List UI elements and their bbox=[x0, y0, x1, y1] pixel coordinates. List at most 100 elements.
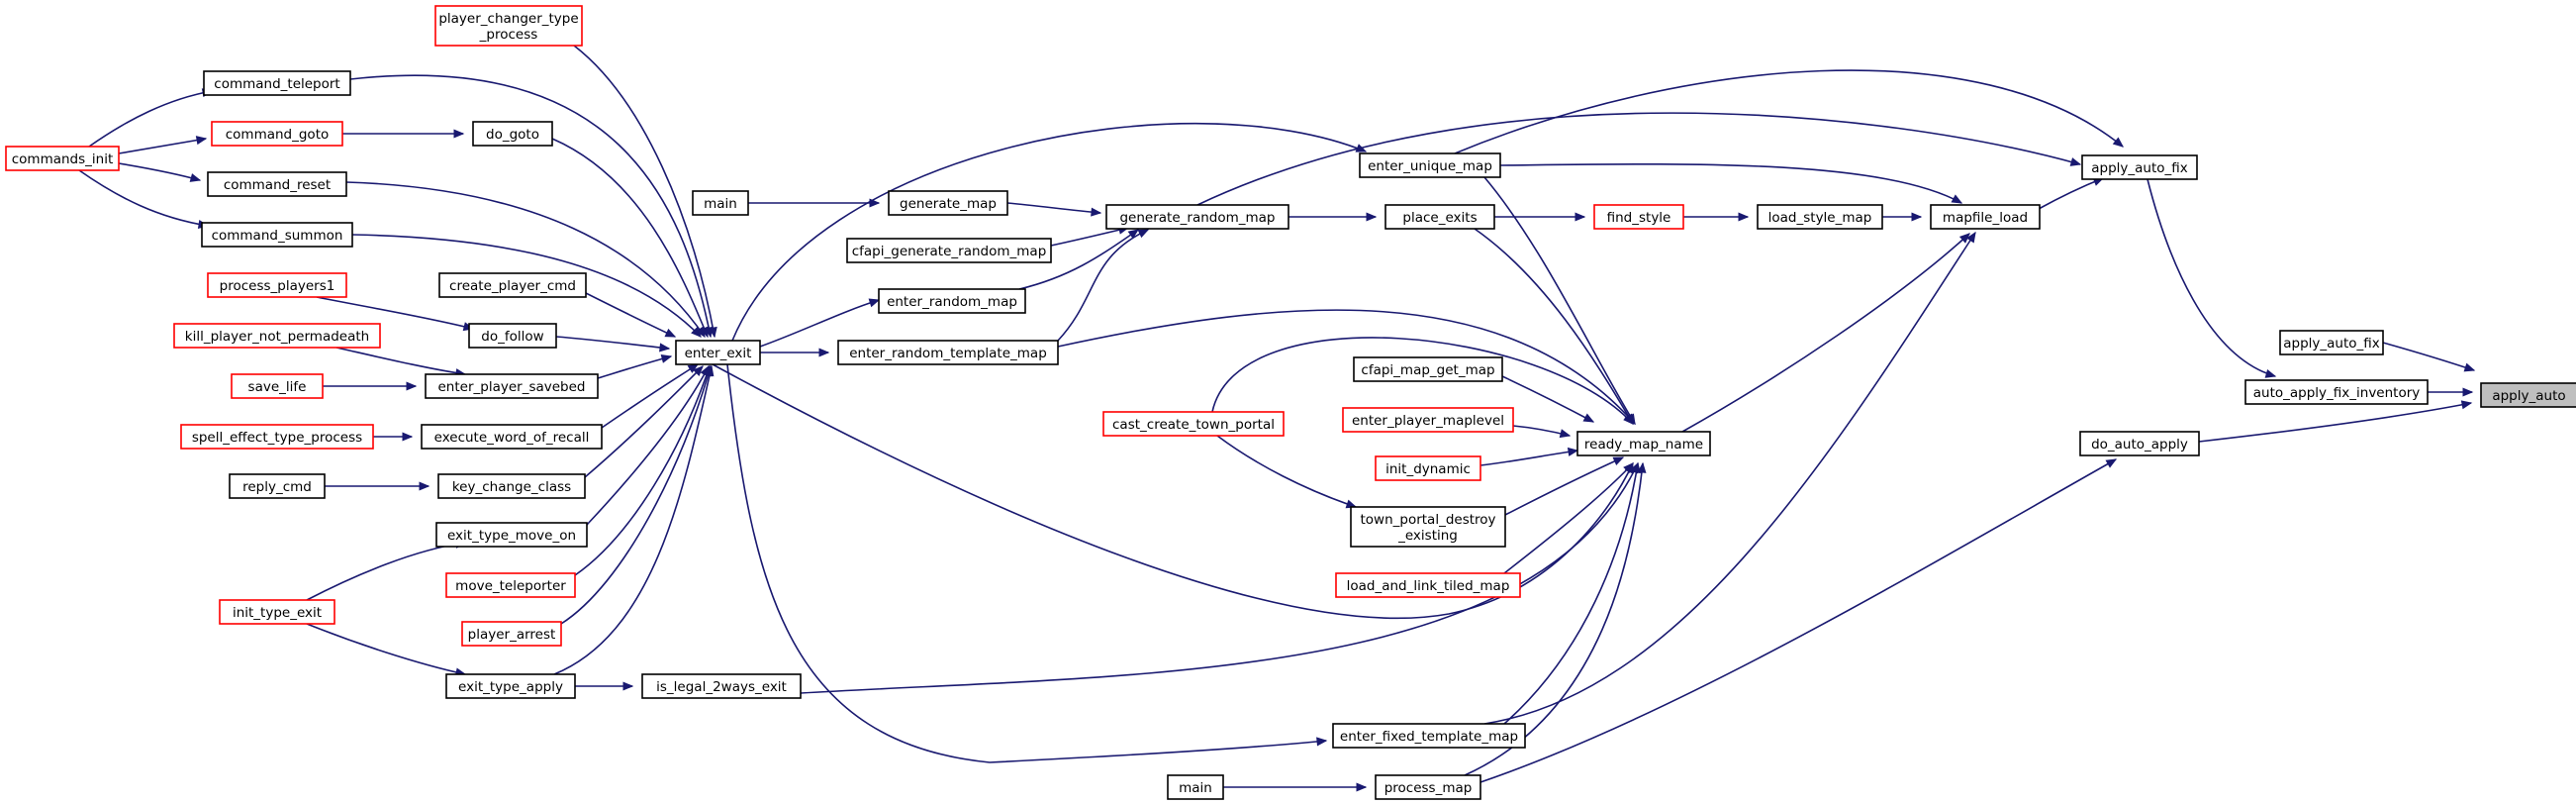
node-player-changer-type-process[interactable]: player_changer_type_process bbox=[434, 5, 583, 47]
node-do-auto-apply[interactable]: do_auto_apply bbox=[2079, 431, 2200, 456]
edge-find_style-to-load_style_map bbox=[1682, 212, 1750, 222]
node-label: kill_player_not_permadeath bbox=[185, 329, 369, 345]
node-label: command_teleport bbox=[214, 76, 339, 92]
node-execute-word-of-recall[interactable]: execute_word_of_recall bbox=[421, 424, 603, 450]
node-label: spell_effect_type_process bbox=[192, 430, 362, 446]
node-enter-player-maplevel[interactable]: enter_player_maplevel bbox=[1342, 407, 1514, 433]
node-label: apply_auto_fix bbox=[2283, 336, 2380, 352]
node-generate-random-map[interactable]: generate_random_map bbox=[1105, 204, 1289, 230]
node-auto-apply-fix-inventory[interactable]: auto_apply_fix_inventory bbox=[2244, 379, 2429, 405]
edge-mapfile_load-to-apply_auto_fix_top bbox=[2038, 177, 2105, 210]
edge-do_auto_apply-to-apply_auto bbox=[2198, 400, 2473, 443]
node-label: cfapi_map_get_map bbox=[1361, 362, 1494, 378]
edge-main_bottom-to-process_map bbox=[1223, 782, 1368, 792]
node-init-type-exit[interactable]: init_type_exit bbox=[219, 599, 335, 625]
node-process-players1[interactable]: process_players1 bbox=[207, 272, 347, 298]
node-label: move_teleporter bbox=[455, 578, 566, 594]
node-spell-effect-type-process[interactable]: spell_effect_type_process bbox=[180, 424, 374, 450]
edge-commands_init-to-command_reset bbox=[118, 162, 202, 182]
node-create-player-cmd[interactable]: create_player_cmd bbox=[438, 272, 587, 298]
node-save-life[interactable]: save_life bbox=[231, 373, 324, 399]
edge-auto_apply_fix_inventory-to-apply_auto bbox=[2427, 387, 2474, 397]
node-kill-player-not-permadeath[interactable]: kill_player_not_permadeath bbox=[173, 323, 381, 349]
node-ready-map-name[interactable]: ready_map_name bbox=[1576, 431, 1711, 456]
node-do-goto[interactable]: do_goto bbox=[472, 121, 553, 147]
node-enter-random-template-map[interactable]: enter_random_template_map bbox=[837, 340, 1059, 365]
node-enter-random-map[interactable]: enter_random_map bbox=[878, 288, 1026, 314]
node-command-summon[interactable]: command_summon bbox=[201, 222, 353, 248]
edge-cast_create_town_portal-to-town_portal_destroy_existing bbox=[1216, 435, 1358, 509]
node-main-top[interactable]: main bbox=[692, 190, 749, 216]
edge-town_portal_destroy_existing-to-ready_map_name bbox=[1504, 456, 1625, 516]
node-label: mapfile_load bbox=[1943, 210, 2028, 226]
node-find-style[interactable]: find_style bbox=[1593, 204, 1684, 230]
edge-save_life-to-enter_player_savebed bbox=[323, 381, 418, 391]
node-is-legal-2ways-exit[interactable]: is_legal_2ways_exit bbox=[641, 673, 802, 699]
edge-enter_player_savebed-to-enter_exit bbox=[597, 353, 673, 379]
node-label: enter_exit bbox=[685, 346, 752, 361]
edge-ready_map_name-to-mapfile_load bbox=[1681, 233, 1970, 433]
node-label: ready_map_name bbox=[1584, 437, 1703, 453]
node-enter-exit[interactable]: enter_exit bbox=[675, 340, 761, 365]
node-label: enter_fixed_template_map bbox=[1340, 729, 1518, 745]
node-key-change-class[interactable]: key_change_class bbox=[437, 473, 586, 499]
node-label: exit_type_apply bbox=[458, 679, 563, 695]
node-enter-unique-map[interactable]: enter_unique_map bbox=[1359, 152, 1501, 178]
node-cast-create-town-portal[interactable]: cast_create_town_portal bbox=[1102, 411, 1285, 437]
edge-generate_random_map-to-apply_auto_fix_top bbox=[1196, 112, 2082, 206]
edge-key_change_class-to-enter_exit bbox=[584, 365, 704, 478]
node-cfapi-map-get-map[interactable]: cfapi_map_get_map bbox=[1353, 356, 1503, 382]
node-apply-auto[interactable]: apply_auto bbox=[2480, 382, 2576, 408]
node-label: load_and_link_tiled_map bbox=[1347, 578, 1510, 594]
node-exit-type-apply[interactable]: exit_type_apply bbox=[445, 673, 576, 699]
edge-enter_exit-to-enter_random_template_map bbox=[760, 348, 830, 357]
node-label: auto_apply_fix_inventory bbox=[2253, 385, 2421, 401]
edge-commands_init-to-command_teleport bbox=[88, 88, 214, 148]
node-do-follow[interactable]: do_follow bbox=[468, 323, 557, 349]
nodes-layer: apply_auto apply_auto_fix apply_auto_fixau… bbox=[5, 5, 2576, 800]
edge-init_dynamic-to-ready_map_name bbox=[1479, 447, 1579, 466]
edge-enter_unique_map-to-apply_auto_fix_top bbox=[1454, 69, 2124, 154]
node-label: execute_word_of_recall bbox=[434, 430, 590, 446]
node-load-style-map[interactable]: load_style_map bbox=[1757, 204, 1883, 230]
node-command-reset[interactable]: command_reset bbox=[207, 171, 347, 197]
node-player-arrest[interactable]: player_arrest bbox=[461, 621, 562, 647]
edge-commands_init-to-command_summon bbox=[78, 169, 210, 229]
node-label: key_change_class bbox=[452, 479, 571, 495]
node-label: cfapi_generate_random_map bbox=[852, 244, 1047, 259]
node-exit-type-move-on[interactable]: exit_type_move_on bbox=[435, 522, 588, 548]
edge-apply_auto_fix_top-to-auto_apply_fix_inventory bbox=[2147, 178, 2277, 378]
node-label: _existing bbox=[1397, 528, 1458, 544]
node-commands-init[interactable]: commands_init bbox=[5, 146, 120, 171]
node-generate-map[interactable]: generate_map bbox=[888, 190, 1008, 216]
edge-spell_effect_type_process-to-execute_word_of_recall bbox=[373, 432, 414, 442]
node-label: find_style bbox=[1607, 210, 1671, 226]
node-label: command_goto bbox=[226, 127, 330, 143]
node-load-and-link-tiled-map[interactable]: load_and_link_tiled_map bbox=[1335, 572, 1521, 598]
node-main-bottom[interactable]: main bbox=[1167, 774, 1224, 800]
node-reply-cmd[interactable]: reply_cmd bbox=[229, 473, 326, 499]
edge-is_legal_2ways_exit-to-ready_map_name bbox=[800, 461, 1639, 694]
node-mapfile-load[interactable]: mapfile_load bbox=[1930, 204, 2041, 230]
node-label: command_summon bbox=[212, 228, 343, 244]
node-process-map[interactable]: process_map bbox=[1375, 774, 1481, 800]
edge-do_goto-to-enter_exit bbox=[551, 138, 709, 339]
node-init-dynamic[interactable]: init_dynamic bbox=[1375, 455, 1481, 481]
node-label: place_exits bbox=[1402, 210, 1477, 226]
node-apply-auto-fix-top[interactable]: apply_auto_fix bbox=[2081, 154, 2198, 180]
node-label: player_changer_type bbox=[438, 11, 578, 27]
node-label: create_player_cmd bbox=[449, 278, 576, 294]
node-cfapi-generate-random-map[interactable]: cfapi_generate_random_map bbox=[846, 238, 1052, 263]
node-place-exits[interactable]: place_exits bbox=[1384, 204, 1495, 230]
node-apply-auto-fix-small[interactable]: apply_auto_fix bbox=[2279, 330, 2384, 355]
node-command-goto[interactable]: command_goto bbox=[211, 121, 343, 147]
node-enter-fixed-template-map[interactable]: enter_fixed_template_map bbox=[1332, 723, 1526, 749]
node-town-portal-destroy-existing[interactable]: town_portal_destroy_existing bbox=[1350, 506, 1506, 548]
node-command-teleport[interactable]: command_teleport bbox=[203, 70, 351, 96]
node-move-teleporter[interactable]: move_teleporter bbox=[445, 572, 576, 598]
edge-enter_fixed_template_map-to-mapfile_load bbox=[1483, 231, 1976, 725]
node-enter-player-savebed[interactable]: enter_player_savebed bbox=[425, 373, 599, 399]
edge-enter_player_maplevel-to-ready_map_name bbox=[1512, 425, 1572, 439]
node-label: town_portal_destroy bbox=[1360, 512, 1495, 528]
